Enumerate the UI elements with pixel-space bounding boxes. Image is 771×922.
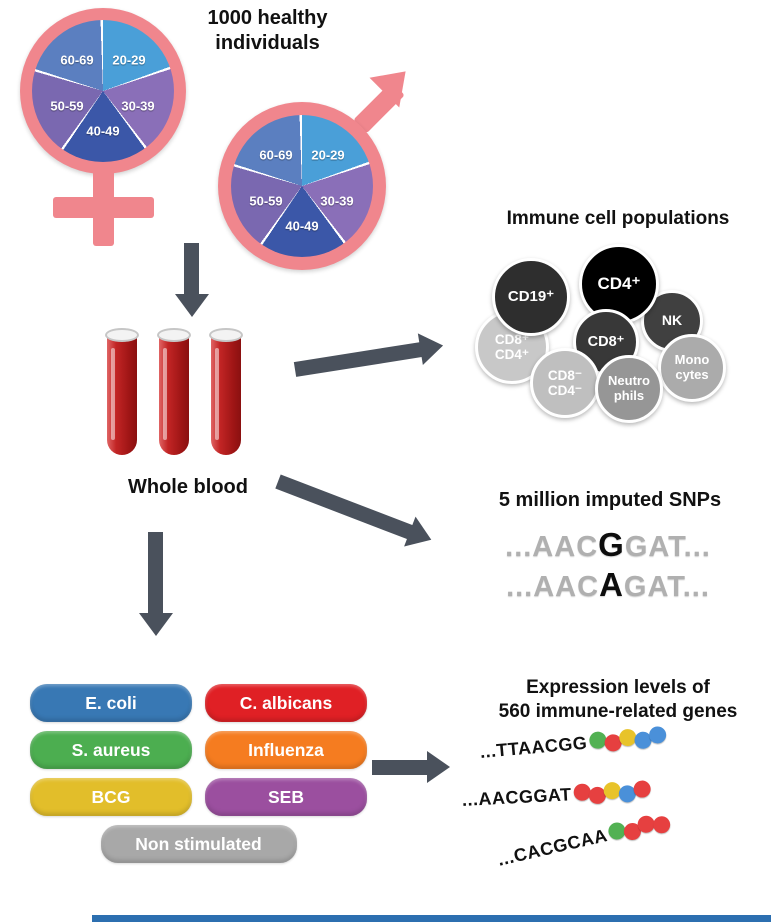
gene-expression-row: ...CACGCAA [496,811,672,871]
tube-shine [215,348,219,440]
blood-tubes [104,328,244,460]
age-group-label: 60-69 [60,52,94,68]
age-group-label: 40-49 [86,123,120,139]
male-symbol: 20-29 30-39 40-49 50-59 60-69 [212,56,422,270]
snp-variant-allele: G [598,526,625,563]
blood-tube [208,328,244,460]
tube-rim [105,328,139,342]
blood-tube [156,328,192,460]
gene-expression-row: ...AACGGAT [461,780,651,811]
arrow-blood-to-snps-icon [275,474,414,540]
stimulus-e-coli: E. coli [30,684,192,722]
age-group-label: 30-39 [320,193,354,209]
snp-variant-allele: A [599,566,624,603]
stimulus-bcg: BCG [30,778,192,816]
snp-suffix: GAT... [624,531,711,563]
age-group-label: 60-69 [259,147,293,163]
gene-sequence: ...CACGCAA [495,825,610,870]
gene-sequence: ...AACGGAT [461,784,573,810]
stimulus-non-stimulated: Non stimulated [100,825,297,863]
snps-title: 5 million imputed SNPs [498,489,722,511]
age-group-label: 20-29 [112,52,146,68]
expression-title: Expression levels of 560 immune-related … [498,677,738,722]
female-age-pie-chart: 20-29 30-39 40-49 50-59 60-69 [32,20,174,162]
gene-dot [651,814,672,835]
snp-prefix: ...AAC [505,531,599,563]
whole-blood-label: Whole blood [128,476,248,498]
immune-cell-populations: Immune cell populations CD8⁺ CD4⁺ CD19⁺ … [465,208,771,444]
expression-dots [572,780,651,805]
age-group-label: 50-59 [50,98,84,114]
blood-tube [104,328,140,460]
stimulus-influenza: Influenza [205,731,367,769]
male-age-pie-chart: 20-29 30-39 40-49 50-59 60-69 [231,115,373,257]
cell-cd4: CD4⁺ [579,244,659,324]
cell-cd8neg-cd4neg: CD8⁻ CD4⁻ [530,348,600,418]
tube-rim [209,328,243,342]
snp-sequences: ...AACGGAT... ...AACAGAT... [445,526,771,606]
tube-shine [111,348,115,440]
gene-expression-row: ...TTAACGG [479,725,667,763]
snp-prefix: ...AAC [506,571,600,603]
expression-dots [588,725,667,753]
tube-rim [157,328,191,342]
female-cross-bar [53,197,154,218]
cohort-title: 1000 healthy individuals [207,7,328,54]
age-group-label: 50-59 [249,193,283,209]
stimuli-panel: E. coli C. albicans S. aureus Influenza … [30,684,367,863]
expression-dots [606,813,672,843]
immune-title: Immune cell populations [506,208,730,229]
age-group-label: 20-29 [311,147,345,163]
age-group-label: 30-39 [121,98,155,114]
age-group-label: 40-49 [285,218,319,234]
cell-monocytes: Mono cytes [658,334,726,402]
tube-shine [163,348,167,440]
arrow-blood-to-cells-icon [293,342,423,377]
gene-dot [632,780,651,799]
snp-suffix: GAT... [623,571,710,603]
gene-dot [648,725,667,745]
stimulus-s-aureus: S. aureus [30,731,192,769]
arrow-stimuli-to-expression-icon [372,751,450,783]
footer-bar [92,915,771,922]
gene-sequence: ...TTAACGG [479,732,589,762]
cell-cd19: CD19⁺ [492,258,570,336]
arrow-down-to-stimuli-icon [148,532,163,614]
cell-neutrophils: Neutro phils [595,355,663,423]
female-symbol: 20-29 30-39 40-49 50-59 60-69 [14,6,204,252]
snp-sequence-row: ...AACAGAT... [445,566,771,606]
stimulus-seb: SEB [205,778,367,816]
snp-sequence-row: ...AACGGAT... [445,526,771,566]
stimulus-c-albicans: C. albicans [205,684,367,722]
arrow-down-to-blood-icon [184,243,199,295]
